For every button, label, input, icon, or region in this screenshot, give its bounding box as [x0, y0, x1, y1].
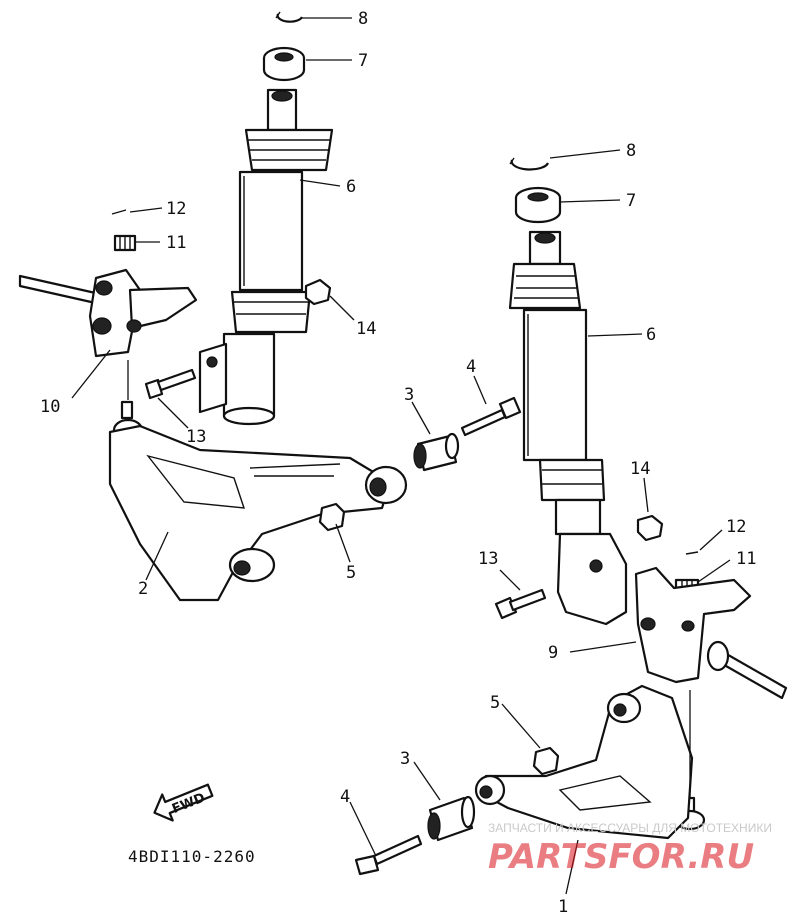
- cotter-pin-right: [685, 551, 699, 555]
- circlip-left: [275, 11, 303, 23]
- diagram-code: 4BDI110-2260: [128, 847, 256, 866]
- callout-2: 2: [138, 579, 148, 599]
- bushing-left: [413, 432, 460, 472]
- callout-8-right: 8: [626, 141, 636, 161]
- watermark-caption: ЗАПЧАСТИ И АКСЕССУАРЫ ДЛЯ МОТОТЕХНИКИ: [488, 821, 772, 835]
- callout-12-left: 12: [166, 199, 186, 219]
- callout-11-left: 11: [166, 233, 186, 253]
- fwd-arrow-icon: [153, 783, 214, 822]
- callout-14-right: 14: [630, 459, 650, 479]
- nut-right: [514, 186, 562, 224]
- callout-12-right: 12: [726, 517, 746, 537]
- lower-arm-right: [474, 684, 694, 840]
- callout-7-right: 7: [626, 191, 636, 211]
- callout-4-left: 4: [466, 357, 476, 377]
- lower-arm-left: [108, 424, 408, 602]
- callout-8-left: 8: [358, 9, 368, 29]
- shock-absorber-left: [198, 88, 334, 426]
- bolt-left: [144, 368, 197, 400]
- callout-6-left: 6: [346, 177, 356, 197]
- callout-13-right: 13: [478, 549, 498, 569]
- leader-lines: [71, 17, 731, 895]
- cotter-pin-left: [111, 209, 127, 215]
- callout-4-right: 4: [340, 787, 350, 807]
- watermark-brand: PARTSFOR.RU: [488, 837, 754, 877]
- nut-left: [262, 46, 306, 82]
- callout-7-left: 7: [358, 51, 368, 71]
- bolt-right: [494, 588, 547, 620]
- callout-6-right: 6: [646, 325, 656, 345]
- steering-knuckle-left: [18, 268, 198, 358]
- callout-1: 1: [558, 897, 568, 917]
- callout-5-right: 5: [490, 693, 500, 713]
- long-bolt-right: [354, 834, 423, 876]
- callout-3-right: 3: [400, 749, 410, 769]
- circlip-right: [509, 157, 550, 171]
- callout-11-right: 11: [736, 549, 756, 569]
- callout-13-left: 13: [186, 427, 206, 447]
- steering-knuckle-right: [634, 566, 788, 700]
- castle-nut-left: [113, 234, 137, 252]
- nut-14-left: [304, 278, 332, 306]
- callout-14-left: 14: [356, 319, 376, 339]
- nut-14-right: [636, 514, 664, 542]
- callout-3-left: 3: [404, 385, 414, 405]
- long-bolt-left: [460, 396, 522, 437]
- bushing-right: [427, 795, 476, 842]
- nut-5-right: [532, 746, 560, 776]
- nut-5-left: [318, 502, 346, 532]
- callout-10: 10: [40, 397, 60, 417]
- callout-5-left: 5: [346, 563, 356, 583]
- shock-absorber-right: [508, 230, 628, 626]
- callout-9: 9: [548, 643, 558, 663]
